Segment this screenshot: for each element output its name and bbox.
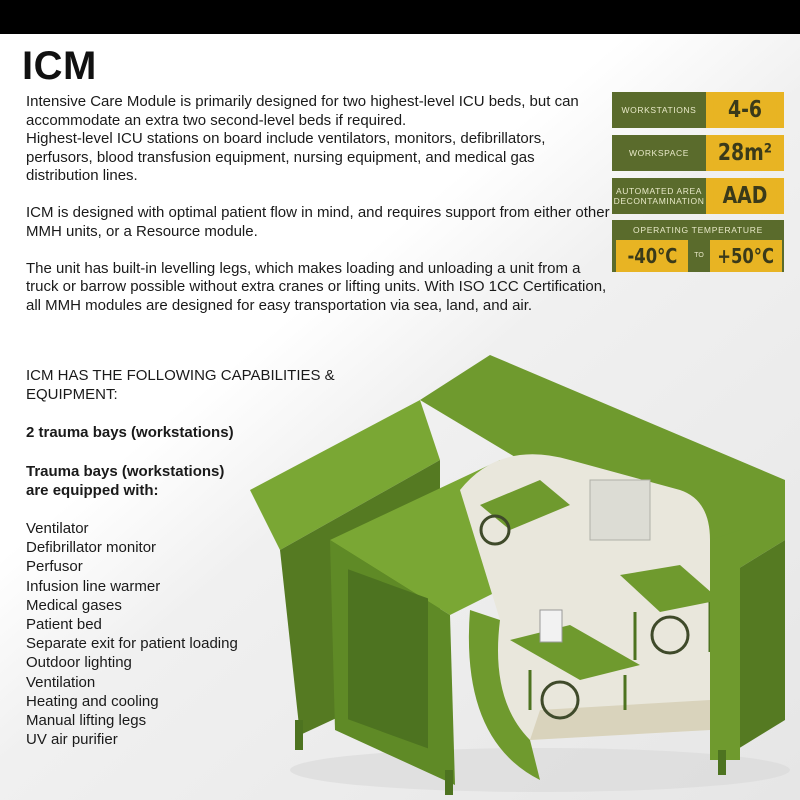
top-bar: [0, 0, 800, 34]
bed-wheel: [650, 615, 690, 655]
list-item: UV air purifier: [26, 731, 118, 749]
temperature-min: -40°C: [616, 240, 688, 272]
trauma-bays-count: 2 trauma bays (workstations): [26, 424, 234, 442]
spec-label: AUTOMATED AREA DECONTAMINATION: [612, 178, 706, 214]
list-item: Perfusor: [26, 558, 83, 576]
spec-temperature: OPERATING TEMPERATURE -40°C TO +50°C: [612, 220, 784, 272]
list-item: Defibrillator monitor: [26, 539, 157, 557]
equipment-list: Ventilator Defibrillator monitor Perfuso…: [26, 519, 366, 749]
list-item: Patient bed: [26, 616, 102, 634]
monitor: [539, 609, 563, 643]
intro-paragraph-1a: Intensive Care Module is primarily desig…: [26, 93, 579, 129]
spec-value: 4-6: [713, 92, 777, 128]
cabinet: [589, 479, 651, 541]
list-item: Separate exit for patient loading: [26, 635, 238, 653]
list-item: Heating and cooling: [26, 692, 159, 710]
spec-label: OPERATING TEMPERATURE: [633, 225, 763, 235]
spec-label: WORKSTATIONS: [612, 92, 706, 128]
left-roof: [250, 400, 440, 550]
bed-wheel: [479, 514, 511, 546]
icm-container-illustration: [250, 355, 790, 795]
list-item: Outdoor lighting: [26, 654, 132, 672]
cutaway-rim: [710, 530, 740, 760]
spec-workspace: WORKSPACE 28m²: [612, 135, 784, 171]
intro-paragraph-3: The unit has built-in levelling legs, wh…: [26, 259, 607, 314]
list-item: Ventilation: [26, 673, 96, 691]
capabilities-heading: ICM HAS THE FOLLOWING CAPABILITIES & EQU…: [26, 367, 335, 404]
spec-value: 28m²: [713, 135, 777, 171]
equipped-heading: Trauma bays (workstations) are equipped …: [26, 462, 225, 499]
list-item: Medical gases: [26, 596, 122, 614]
cutaway-rim: [468, 610, 540, 780]
spec-decontamination: AUTOMATED AREA DECONTAMINATION AAD: [612, 178, 784, 214]
intro-paragraph-2: ICM is designed with optimal patient flo…: [26, 204, 610, 240]
capabilities-section: ICM HAS THE FOLLOWING CAPABILITIES & EQU…: [26, 366, 366, 749]
intro-text: Intensive Care Module is primarily desig…: [26, 93, 611, 334]
temperature-max: +50°C: [710, 240, 782, 272]
list-item: Ventilator: [26, 520, 89, 538]
list-item: Infusion line warmer: [26, 577, 161, 595]
leveling-leg: [295, 720, 303, 750]
leveling-leg: [718, 750, 726, 775]
spec-workstations: WORKSTATIONS 4-6: [612, 92, 784, 128]
list-item: Manual lifting legs: [26, 712, 147, 730]
leveling-leg: [445, 770, 453, 795]
bed: [620, 565, 720, 612]
spec-label: WORKSPACE: [612, 135, 706, 171]
intro-paragraph-1b: Highest-level ICU stations on board incl…: [26, 130, 546, 184]
bed-wheel: [540, 680, 580, 720]
temperature-to: TO: [694, 252, 704, 259]
front-door: [348, 569, 428, 749]
spec-value: AAD: [713, 178, 777, 214]
page-title: ICM: [22, 44, 97, 88]
